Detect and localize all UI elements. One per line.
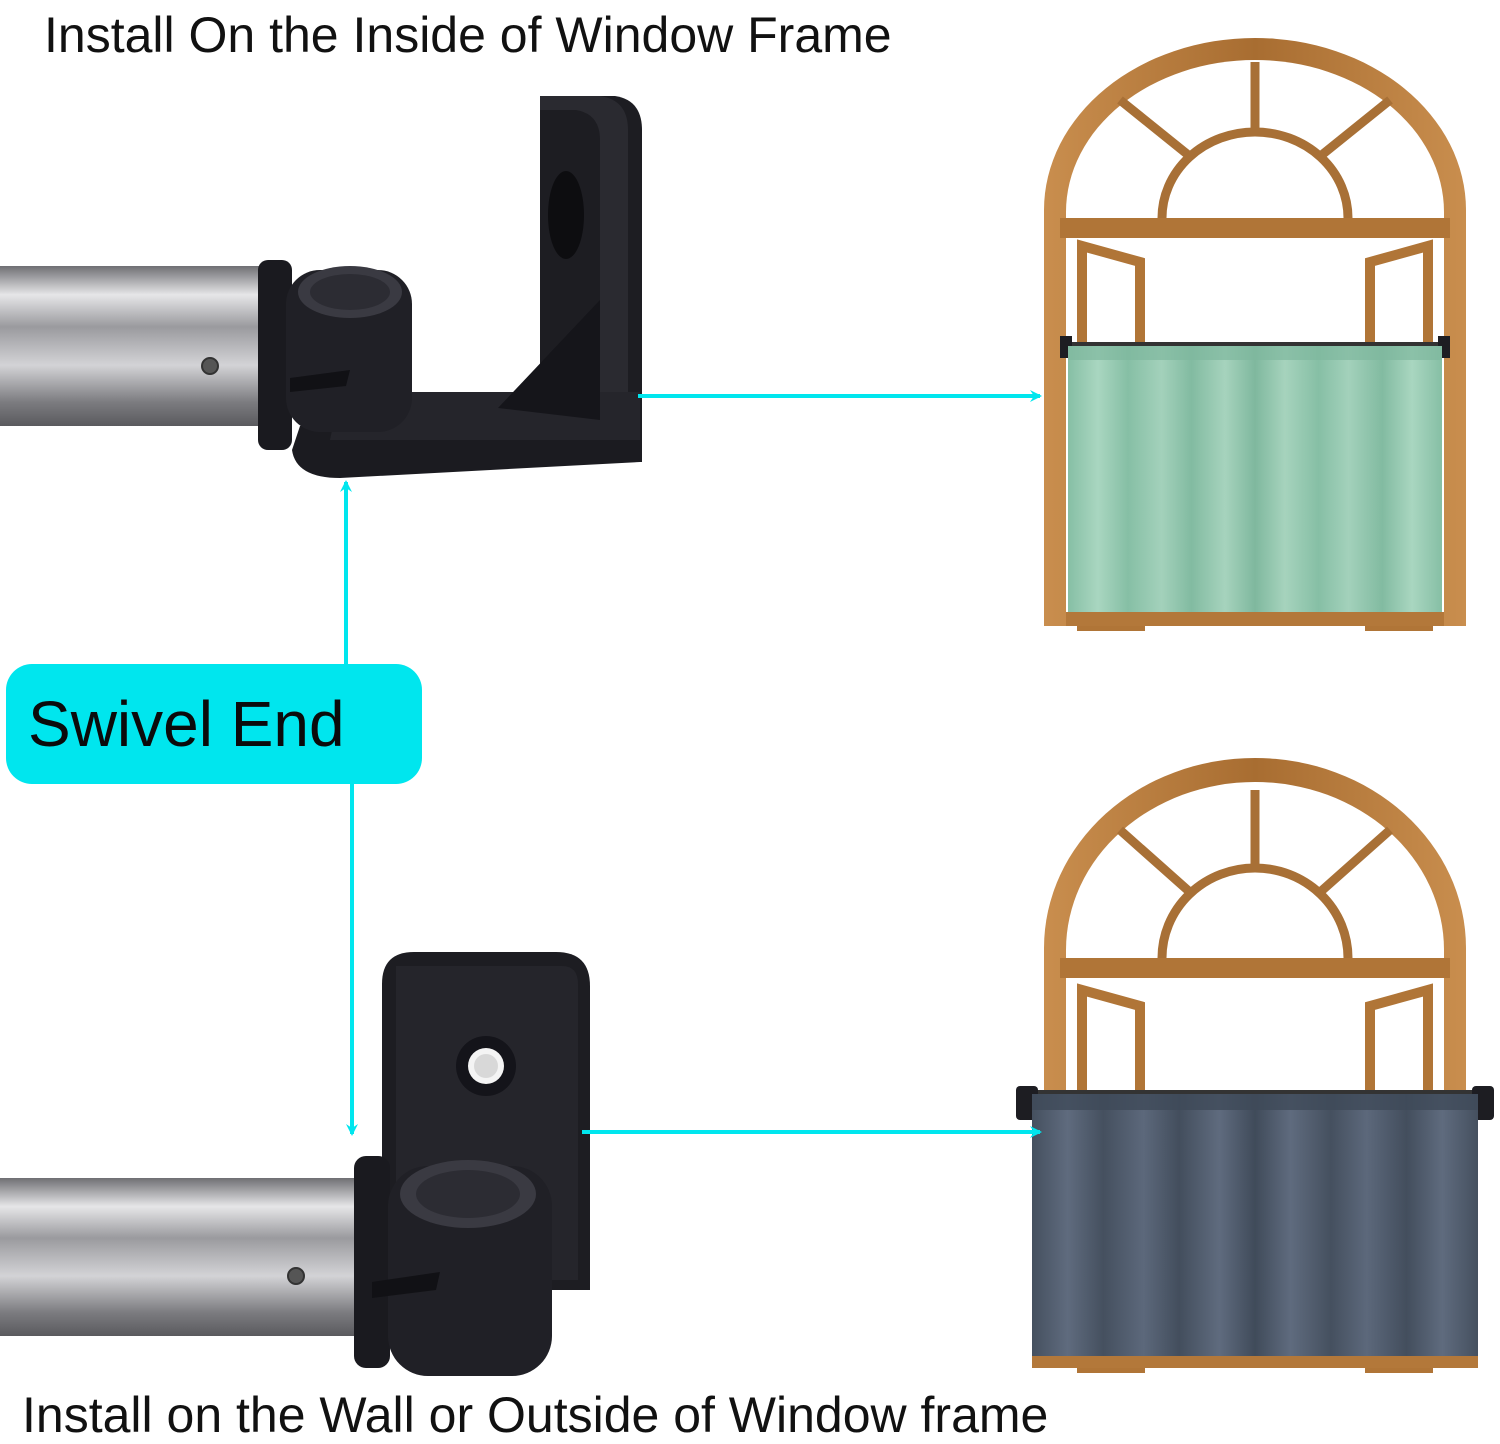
swivel-end-label: Swivel End (28, 688, 345, 760)
bottom-window (1016, 758, 1494, 1373)
top-window (1044, 38, 1466, 631)
top-bracket (258, 96, 642, 478)
bottom-rod (0, 1178, 368, 1336)
swivel-end-badge: Swivel End (6, 664, 422, 784)
bottom-bracket (354, 952, 590, 1376)
top-rod (0, 266, 268, 426)
arrows (340, 390, 1042, 1138)
bottom-caption: Install on the Wall or Outside of Window… (22, 1387, 1049, 1443)
top-caption: Install On the Inside of Window Frame (44, 7, 892, 63)
